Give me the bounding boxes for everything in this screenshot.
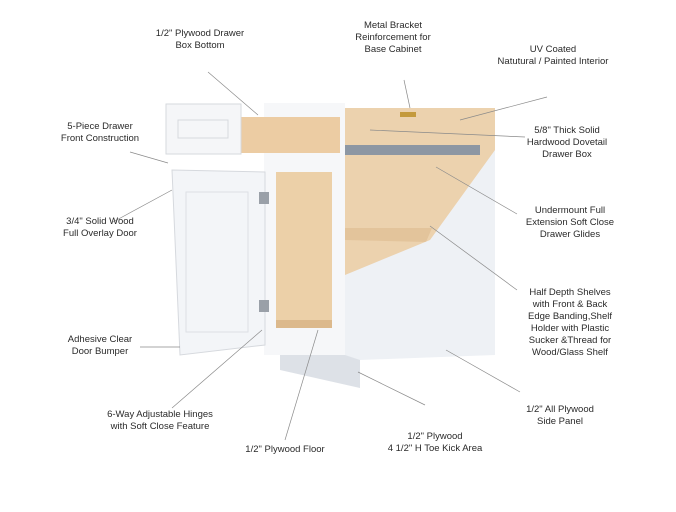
cabinet: [165, 103, 495, 388]
label-line: Door Bumper: [71, 346, 129, 357]
label-line: Base Cabinet: [364, 44, 422, 55]
label-line: with Soft Close Feature: [110, 421, 210, 432]
label-line: 1/2" Plywood Floor: [245, 444, 325, 455]
label-line: Side Panel: [537, 416, 583, 427]
label-line: Undermount Full: [534, 205, 606, 216]
drawer-glide: [345, 145, 480, 155]
label-line: 6-Way Adjustable Hinges: [107, 409, 213, 420]
label-line: Wood/Glass Shelf: [532, 347, 608, 358]
metal-bracket: [400, 112, 416, 117]
label-line: 1/2" Plywood: [407, 431, 463, 442]
label-line: 1/2" Plywood Drawer: [155, 28, 245, 39]
cabinet-floor: [276, 320, 332, 328]
door-opening-interior: [276, 172, 332, 324]
label-line: 4 1/2" H Toe Kick Area: [387, 443, 483, 454]
label-line: Drawer Glides: [539, 229, 601, 240]
label-line: Half Depth Shelves: [529, 287, 611, 298]
label-line: Sucker &Thread for: [528, 335, 612, 346]
label-line: Box Bottom: [175, 40, 225, 51]
label-line: Edge Banding,Shelf: [528, 311, 612, 322]
label-line: 5/8" Thick Solid: [534, 125, 600, 136]
hinge-top: [259, 192, 269, 204]
label-line: Adhesive Clear: [67, 334, 133, 345]
side-panel: [345, 150, 495, 360]
label-line: Natutural / Painted Interior: [497, 56, 609, 67]
label-floor: 1/2" Plywood Floor: [245, 444, 324, 456]
label-line: 5-Piece Drawer: [67, 121, 133, 132]
label-line: Metal Bracket: [363, 20, 423, 31]
label-line: Extension Soft Close: [525, 217, 615, 228]
label-line: 3/4" Solid Wood: [66, 216, 134, 227]
label-line: Holder with Plastic: [530, 323, 610, 334]
label-line: Drawer Box: [542, 149, 592, 160]
drawer-front: [165, 103, 242, 155]
hinge-bottom: [259, 300, 269, 312]
door: [171, 169, 266, 356]
leader-lines: [112, 71, 548, 441]
label-line: Reinforcement for: [355, 32, 431, 43]
drawer-box: [240, 117, 340, 153]
shelf: [345, 228, 432, 242]
label-line: Full Overlay Door: [63, 228, 137, 239]
label-line: with Front & Back: [532, 299, 608, 310]
label-line: UV Coated: [529, 44, 577, 55]
label-line: Front Construction: [60, 133, 140, 144]
label-line: Hardwood Dovetail: [526, 137, 608, 148]
label-line: 1/2" All Plywood: [526, 404, 594, 415]
